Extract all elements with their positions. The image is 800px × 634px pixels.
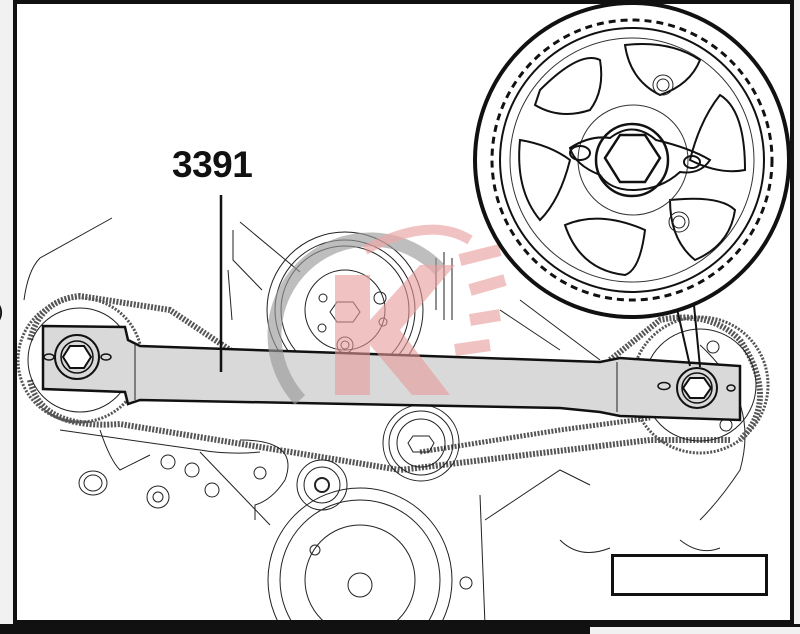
figure-reference-box: [611, 554, 768, 596]
bottom-border-gap: [590, 627, 800, 634]
tensioner-pulley: [382, 404, 460, 482]
camshaft-holding-bar: [41, 324, 742, 422]
part-number-callout: 3391: [172, 144, 253, 185]
watermark-logo: [267, 224, 507, 405]
bottom-border: [0, 624, 800, 634]
crankshaft-pulley: [267, 487, 473, 620]
left-margin: [0, 0, 13, 634]
detail-inset-sprocket: [473, 4, 790, 319]
left-edge-glyph: ): [0, 300, 4, 324]
idler-pulleys: [78, 439, 348, 520]
